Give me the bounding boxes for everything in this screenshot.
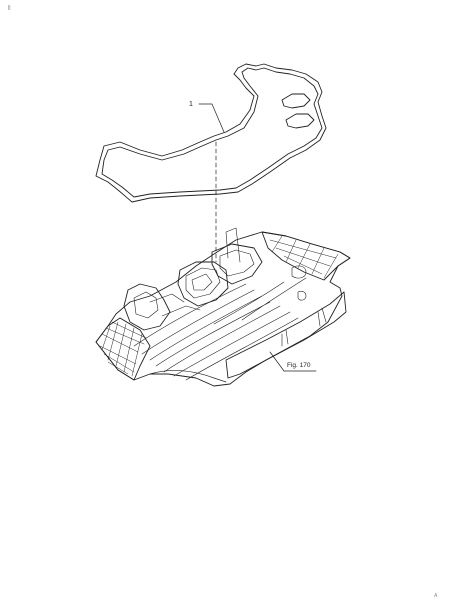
- tread-panel-left: [95, 317, 151, 381]
- tread-panel-right: [261, 231, 351, 281]
- floor-mat: [95, 63, 327, 203]
- left-step-detail: [133, 291, 201, 319]
- pedal-housing: [177, 261, 229, 307]
- fig-ref-leader: [269, 351, 285, 372]
- accelerator-pad-cutout: [285, 113, 315, 129]
- corner-registration-mark: ||: [8, 5, 11, 11]
- console-mount-detail: [219, 227, 255, 277]
- callout-1-leader: [198, 103, 225, 133]
- console-mount: [211, 243, 263, 285]
- callout-label-1: 1: [189, 101, 193, 108]
- floor-plate-outline: [95, 231, 351, 387]
- pedal-housing-detail: [185, 267, 221, 299]
- right-skirt-detail: [281, 307, 327, 347]
- figure-reference-label[interactable]: Fig. 170: [287, 362, 311, 369]
- heel-pad-cutout: [281, 93, 311, 109]
- floor-mat-outer-outline: [95, 63, 327, 203]
- tread-panel-right-grid: [269, 235, 339, 279]
- right-side-skirt: [225, 291, 347, 379]
- tread-panel-left-grid: [99, 321, 147, 377]
- floor-rib-lines: [133, 277, 307, 381]
- front-lip: [149, 370, 227, 383]
- right-round-pad: [291, 265, 307, 301]
- page-corner-mark: A: [434, 593, 438, 599]
- cab-floor-plate: [95, 227, 351, 387]
- left-step-bracket: [123, 283, 171, 331]
- floor-mat-inner-outline: [101, 67, 323, 198]
- leader-lines: [198, 103, 317, 372]
